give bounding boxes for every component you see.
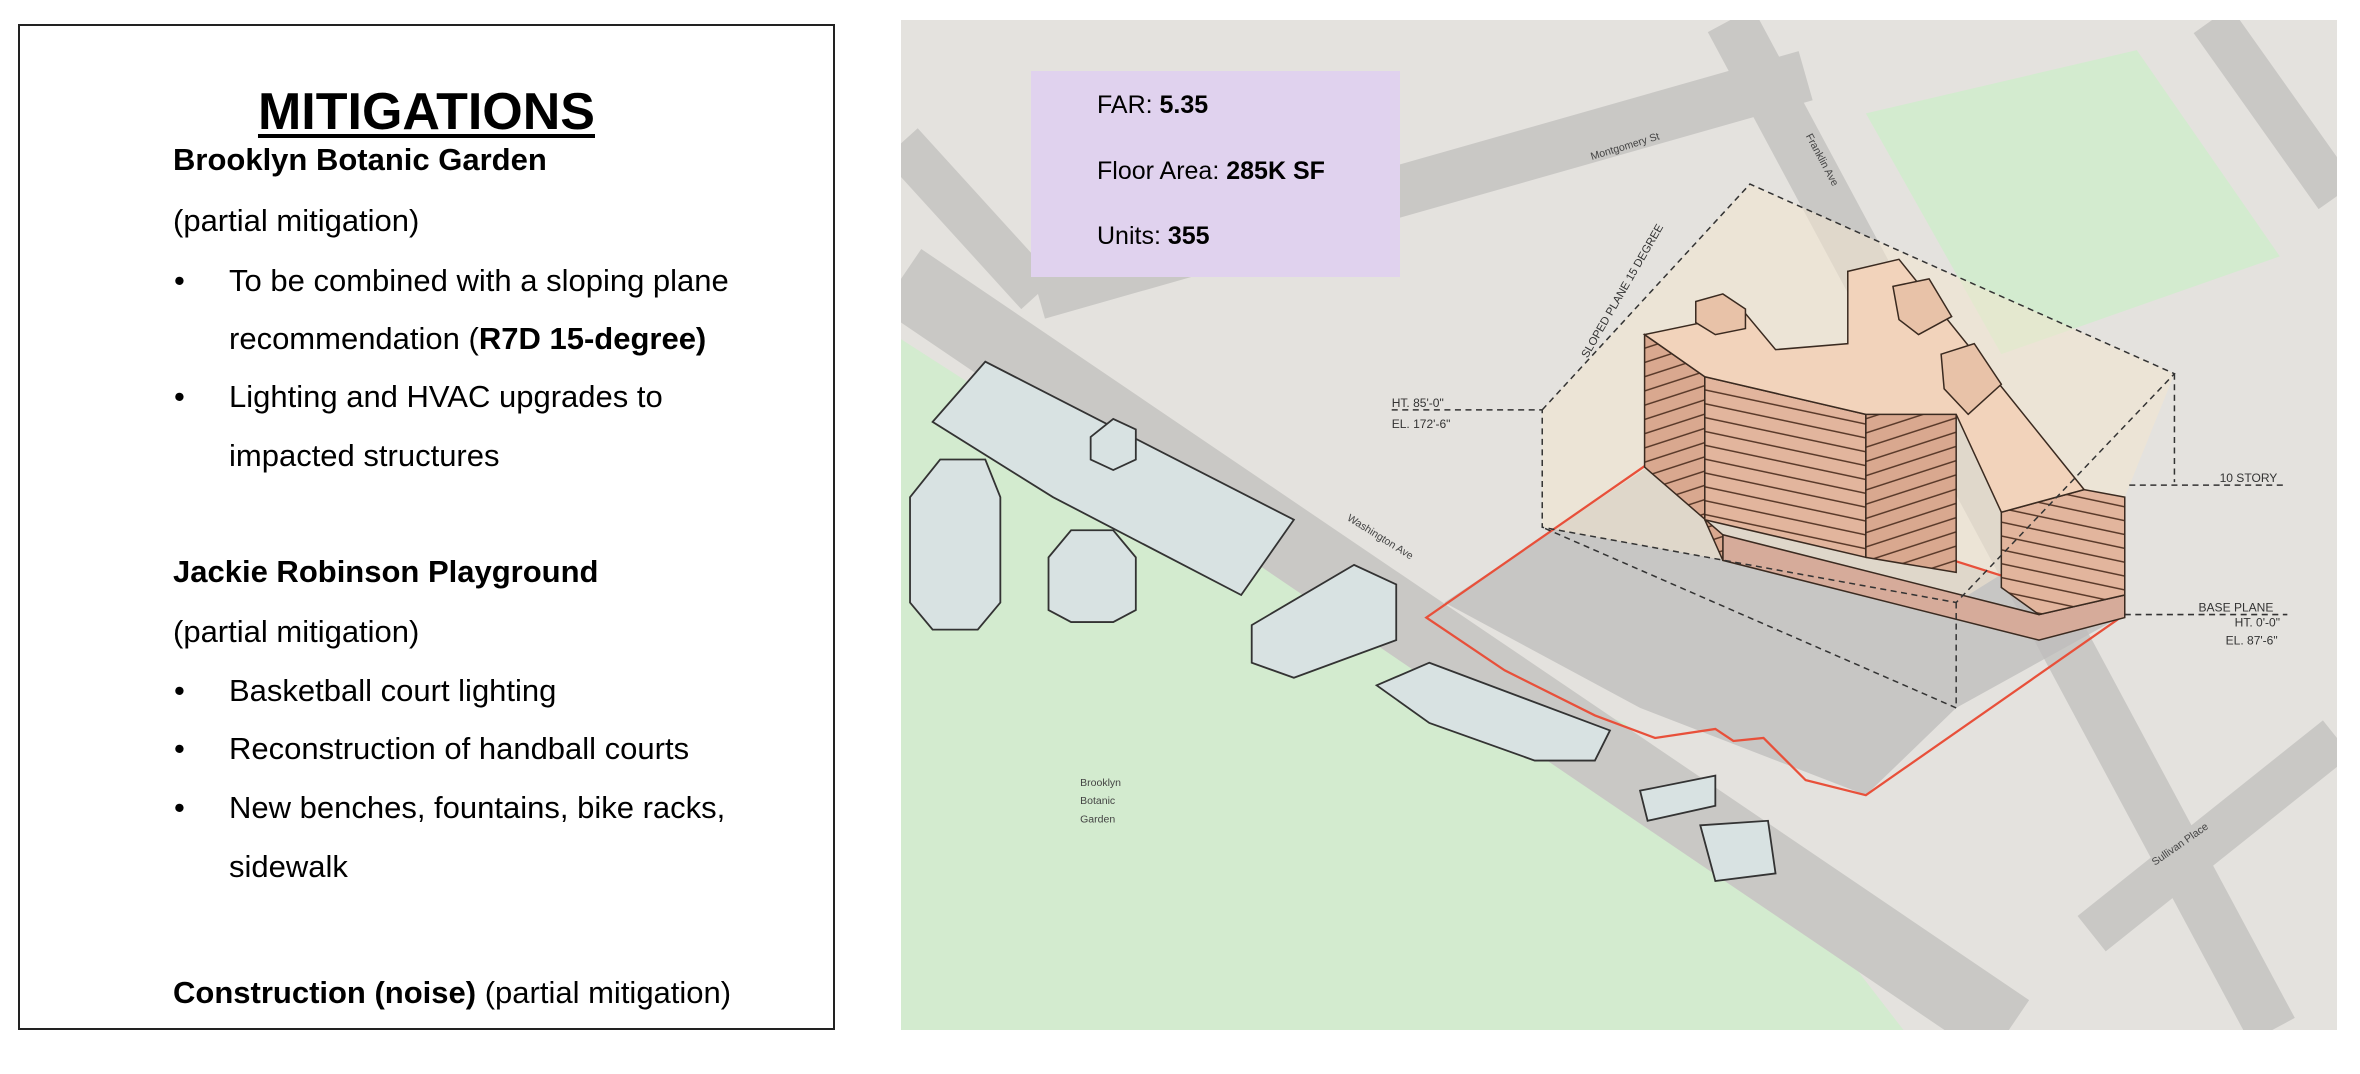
- facade-inner: [1865, 393, 1957, 574]
- bullet-icon: •: [174, 379, 185, 414]
- bullet-text: New benches, fountains, bike racks,: [229, 790, 726, 825]
- bullet-text: To be combined with a sloping plane: [229, 263, 729, 298]
- envelope-dashed-lines: [1391, 183, 2288, 709]
- section-heading-construction: Construction (noise): [173, 975, 477, 1010]
- section-heading-botanic-garden: Brooklyn Botanic Garden: [173, 142, 547, 177]
- bullet-icon: •: [174, 673, 185, 708]
- units-stat: Units: 355: [1097, 221, 1210, 251]
- section-construction: Construction (noise) (partial mitigation…: [173, 975, 731, 1011]
- zoning-recommendation: R7D 15-degree): [478, 321, 707, 356]
- bullet-text-continued: sidewalk: [229, 849, 348, 884]
- section-note: (partial mitigation): [173, 614, 420, 649]
- bullet-text-part: recommendation (: [229, 321, 479, 356]
- shadow: [1444, 467, 2125, 796]
- bullet-text: Reconstruction of handball courts: [229, 731, 690, 766]
- road-right: [2193, 20, 2337, 210]
- height-base-label: HT. 0'-0": [2235, 616, 2280, 630]
- base-plane-label: BASE PLANE: [2199, 601, 2274, 615]
- section-note: (partial mitigation): [173, 203, 420, 238]
- panel-title: MITIGATIONS: [257, 83, 595, 141]
- far-stat: FAR: 5.35: [1097, 90, 1208, 120]
- units-value: 355: [1167, 222, 1210, 250]
- story-label: 10 STORY: [2220, 471, 2278, 485]
- elevation-base-label: EL. 87'-6": [2226, 634, 2278, 648]
- floor-area-value: 285K SF: [1226, 157, 1325, 185]
- rooftop-bulkhead: [1892, 278, 1953, 336]
- bullet-text-continued: impacted structures: [229, 438, 500, 473]
- units-label: Units:: [1097, 222, 1168, 250]
- floor-area-stat: Floor Area: 285K SF: [1097, 156, 1325, 186]
- proposed-building: [1642, 258, 2126, 641]
- bullet-text: Lighting and HVAC upgrades to: [229, 379, 663, 414]
- road-sullivan-place: [2077, 720, 2337, 952]
- bullet-icon: •: [174, 263, 185, 298]
- floor-area-label: Floor Area:: [1097, 157, 1227, 185]
- height-top-label: HT. 85'-0": [1392, 396, 1444, 410]
- bullet-icon: •: [174, 790, 185, 825]
- section-heading-playground: Jackie Robinson Playground: [173, 554, 599, 589]
- project-stats-box: FAR: 5.35 Floor Area: 285K SF Units: 355: [1031, 71, 1400, 277]
- park-top-right: [1865, 50, 2280, 355]
- bullet-text: Basketball court lighting: [229, 673, 557, 708]
- rooftop-bulkhead: [1695, 293, 1747, 336]
- rooftop-bulkhead: [1940, 342, 2003, 416]
- road-left: [901, 128, 1055, 310]
- conservatory-buildings: [909, 360, 1777, 882]
- far-value: 5.35: [1159, 91, 1209, 119]
- far-label: FAR:: [1097, 91, 1160, 119]
- section-note: (partial mitigation): [484, 975, 732, 1010]
- park-label: Brooklyn: [1080, 777, 1121, 789]
- park-label: Garden: [1080, 813, 1115, 825]
- elevation-top-label: EL. 172'-6": [1392, 417, 1451, 431]
- park-label: Botanic: [1080, 795, 1115, 807]
- bullet-text-continued: recommendation (R7D 15-degree): [229, 321, 706, 357]
- bullet-icon: •: [174, 731, 185, 766]
- facade-right: [2000, 488, 2126, 616]
- mitigations-panel: MITIGATIONS: [18, 24, 835, 1030]
- road-washington-ave: [901, 248, 2030, 1030]
